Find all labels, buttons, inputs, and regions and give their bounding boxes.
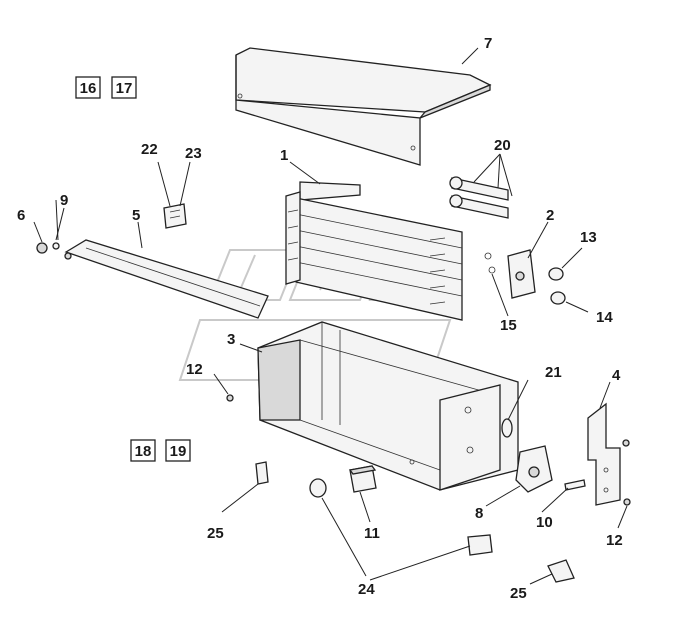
reference-box-19: 19 [165,439,191,462]
callout-13: 13 [580,229,597,246]
callout-5: 5 [132,207,140,224]
reference-box-label: 16 [80,80,97,97]
callout-25-left: 25 [207,525,224,542]
callout-11: 11 [364,525,380,542]
callout-2: 2 [546,207,554,224]
relay [348,465,377,493]
mounting-rail [64,239,269,319]
callout-1: 1 [280,147,288,164]
reference-box-16: 16 [75,76,101,99]
grommet [501,418,513,438]
callout-15: 15 [500,317,517,334]
callout-24: 24 [358,581,375,598]
side-bracket [587,402,621,506]
reference-box-label: 17 [116,80,133,97]
evaporator-coil [285,181,463,321]
callout-22: 22 [141,141,158,158]
callout-20: 20 [494,137,511,154]
seal-rings [548,267,566,305]
callout-8: 8 [475,505,483,522]
callout-10: 10 [536,514,553,531]
callout-14: 14 [596,309,613,326]
callout-23: 23 [185,145,202,162]
reference-box-label: 19 [170,443,187,460]
callout-25-right: 25 [510,585,527,602]
expansion-valve [507,249,536,299]
blower-bracket [515,445,553,493]
callout-6: 6 [17,207,25,224]
housing-box [257,321,519,491]
leader-lines [33,47,628,585]
callout-3: 3 [227,331,235,348]
callout-12-left: 12 [186,361,203,378]
screws [226,394,631,506]
callout-12-right: 12 [606,532,623,549]
callout-9: 9 [60,192,68,209]
drain-fittings [255,461,575,583]
connectors [309,478,493,556]
reference-box-label: 18 [135,443,152,460]
thermostat-switch [163,203,187,229]
reference-box-18: 18 [130,439,156,462]
reference-box-17: 17 [111,76,137,99]
callout-labels: 7 1 2 3 4 5 6 8 9 10 11 12 12 13 14 15 2… [17,35,623,602]
callout-7: 7 [484,35,492,52]
cover-panel [235,47,492,166]
callout-21: 21 [545,364,562,381]
tube-fittings [449,176,509,219]
callout-4: 4 [612,367,621,384]
nut-and-washer [36,242,60,254]
o-rings [484,252,496,274]
screw [564,479,586,491]
